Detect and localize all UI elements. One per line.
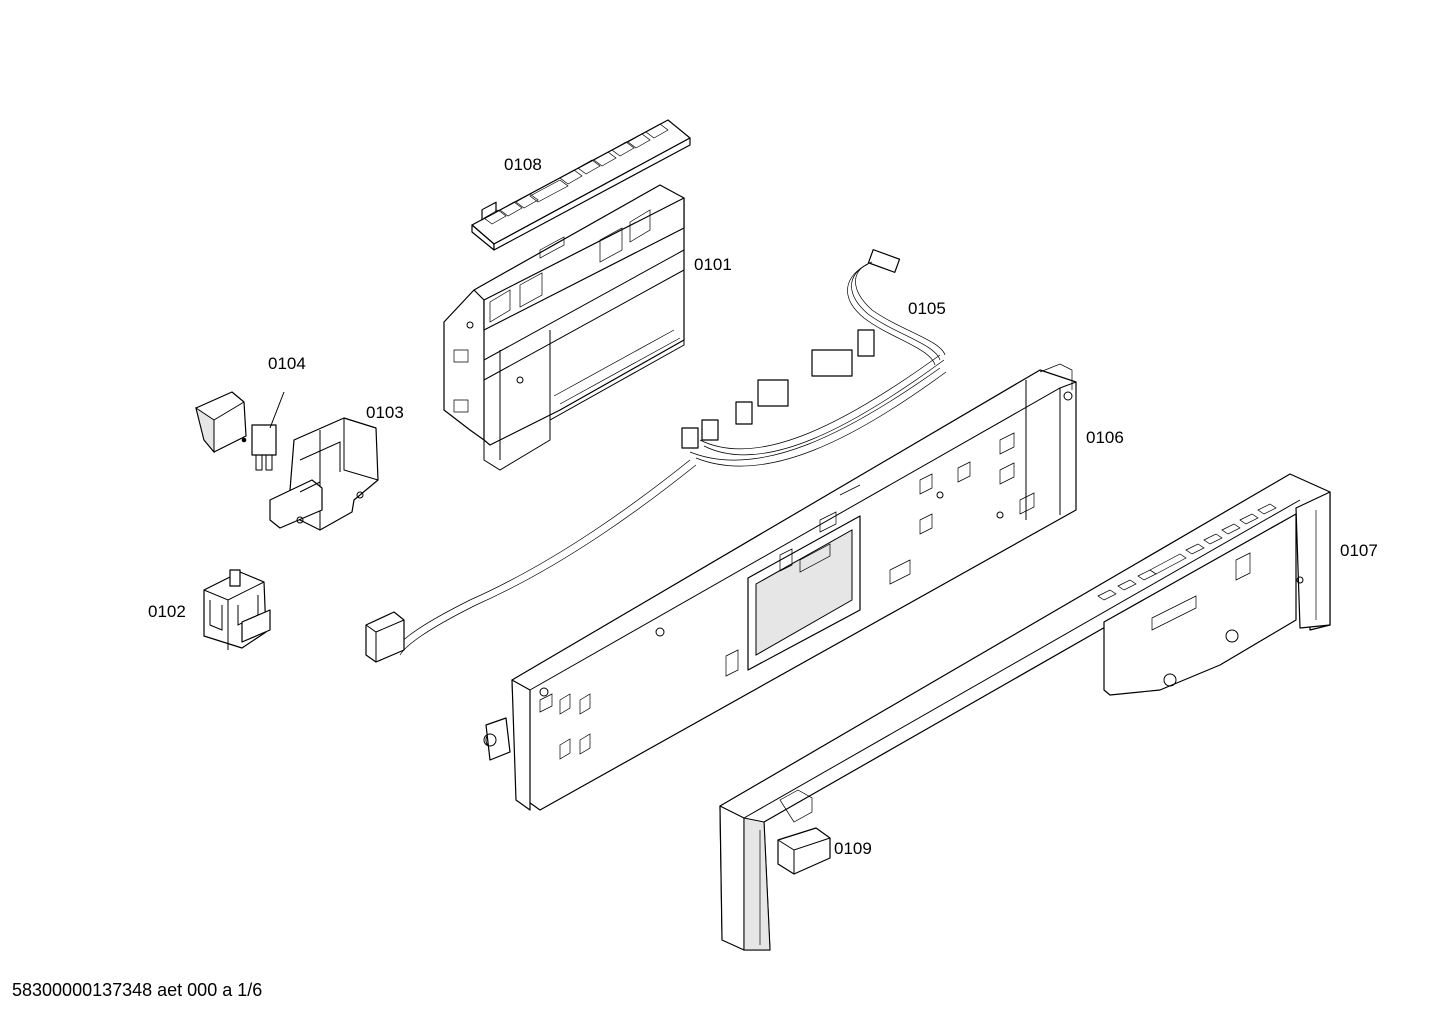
part-0102-switch-block	[203, 569, 271, 650]
callout-0101: 0101	[694, 255, 732, 274]
callout-0105: 0105	[908, 299, 946, 318]
part-0106-frame	[483, 363, 1077, 811]
callout-0107: 0107	[1340, 541, 1378, 560]
callout-0102: 0102	[148, 602, 186, 621]
part-0104-relay-cover	[195, 391, 277, 471]
callout-0103: 0103	[366, 403, 404, 422]
document-reference: 58300000137348 aet 000 a 1/6	[12, 980, 263, 1000]
part-0109-cap	[777, 827, 831, 875]
part-0103-mounting-bracket	[269, 417, 379, 531]
part-0105-wire-harness	[365, 249, 947, 663]
callout-0109: 0109	[834, 839, 872, 858]
callout-0108: 0108	[504, 155, 542, 174]
part-0101-control-module	[443, 184, 685, 471]
part-0108-button-strip	[471, 119, 691, 251]
part-0107-control-fascia	[719, 473, 1331, 951]
callout-0104: 0104	[268, 354, 306, 373]
callout-0106: 0106	[1086, 428, 1124, 447]
